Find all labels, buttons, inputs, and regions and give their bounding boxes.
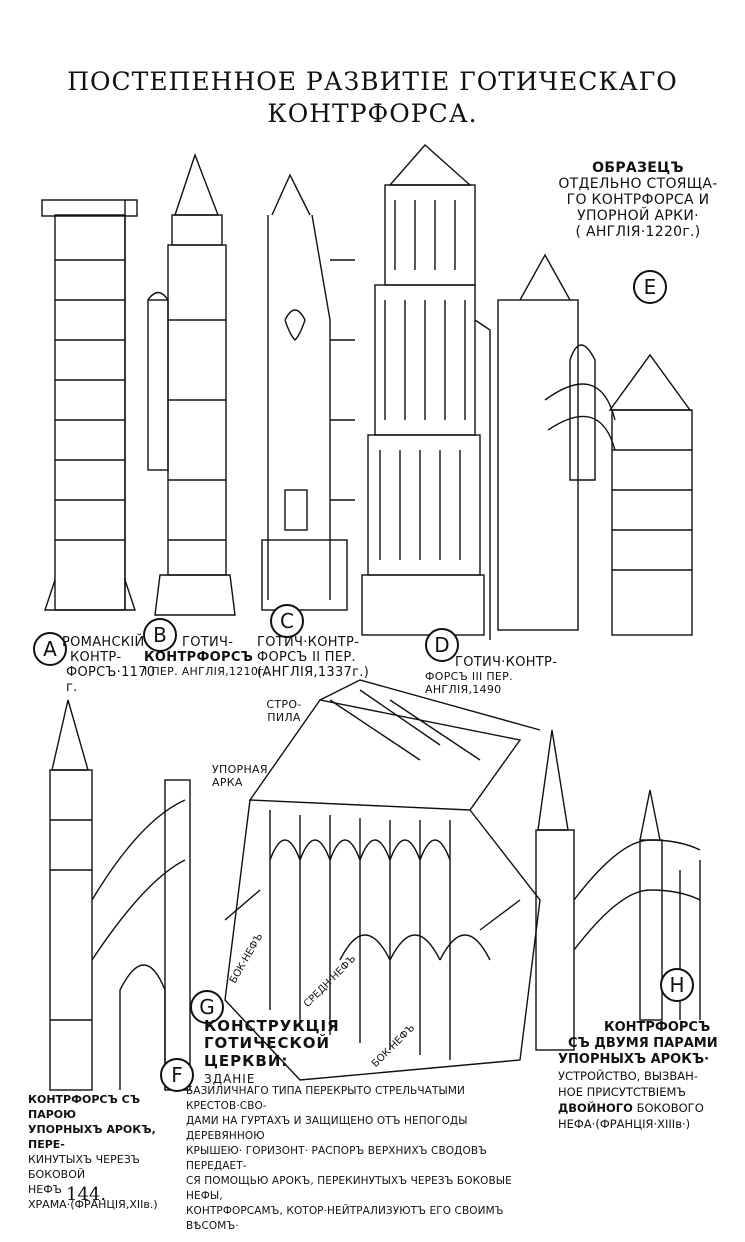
figure-c-caption-line-1: ГОТИЧ·КОНТР- xyxy=(257,635,360,650)
figure-h-caption-line-3: УПОРНЫХЪ АРОКЪ· xyxy=(558,1052,710,1067)
figure-g-drawing xyxy=(224,679,541,1081)
figure-c-caption-line-3: (АНГЛІЯ,1337г.) xyxy=(257,664,370,680)
figure-e-caption-line-3: ГО КОНТРФОРСА И xyxy=(566,192,710,209)
figure-b-caption: ГОТИЧ- КОНТРФОРСЪ I ПЕР. АНГЛІЯ,1210г. xyxy=(144,635,269,679)
figure-h-caption-line-2: СЪ ДВУМЯ ПАРАМИ xyxy=(568,1036,718,1051)
figure-c-marker: C xyxy=(270,604,304,638)
figure-e-drawing xyxy=(497,253,693,636)
figure-f-marker: F xyxy=(160,1058,194,1092)
figure-a-caption-line-2: КОНТР- xyxy=(70,649,122,665)
label-stropila: СТРО- ПИЛА xyxy=(254,698,314,724)
figure-d-marker: D xyxy=(425,628,459,662)
figure-g-heading: КОНСТРУКЦІЯ ГОТИЧЕСКОЙ ЦЕРКВИ: ЗДАНІЕ xyxy=(204,1017,340,1088)
figure-b-caption-line-3: I ПЕР. АНГЛІЯ,1210г. xyxy=(144,664,269,678)
label-upornaya-arka-line-1: УПОРНАЯ xyxy=(212,763,268,776)
figure-g-description-line-5: КОНТРФОРСАМЪ, КОТОР·НЕЙТРАЛИЗУЮТЪ ЕГО СВ… xyxy=(186,1205,504,1232)
label-upornaya-arka: УПОРНАЯ АРКА xyxy=(212,763,292,789)
figure-g-heading-line-3: ЦЕРКВИ: ЗДАНІЕ xyxy=(204,1051,334,1088)
figure-e-marker: E xyxy=(633,270,667,304)
label-stropila-line-2: ПИЛА xyxy=(267,710,301,724)
figure-h-caption-dvoynogo: ДВОЙНОГО xyxy=(558,1101,633,1115)
figure-e-caption-line-5: ( АНГЛІЯ·1220г.) xyxy=(575,224,701,241)
figure-g-marker: G xyxy=(190,990,224,1024)
figure-h-caption: КОНТРФОРСЪ СЪ ДВУМЯ ПАРАМИ УПОРНЫХЪ АРОК… xyxy=(558,1020,718,1132)
figure-h-drawing xyxy=(535,729,701,1051)
figure-g-heading-line-2: ГОТИЧЕСКОЙ xyxy=(204,1034,331,1053)
figure-f-caption-line-1: КОНТРФОРСЪ СЪ ПАРОЮ xyxy=(28,1093,141,1121)
figure-g-heading-word: ЦЕРКВИ: xyxy=(204,1051,289,1070)
figure-g-heading-zdanie: ЗДАНІЕ xyxy=(204,1071,256,1086)
figure-e-caption: ОБРАЗЕЦЪ ОТДЕЛЬНО СТОЯЩА- ГО КОНТРФОРСА … xyxy=(552,160,724,240)
figure-c-caption: ГОТИЧ·КОНТР- ФОРСЪ II ПЕР. (АНГЛІЯ,1337г… xyxy=(257,635,377,681)
figure-d-caption-line-2: ФОРСЪ III ПЕР. АНГЛІЯ,1490 xyxy=(425,669,513,696)
figure-h-caption-line-1: КОНТРФОРСЪ xyxy=(604,1020,711,1035)
figure-f-caption-line-2: УПОРНЫХЪ АРОКЪ, ПЕРЕ- xyxy=(28,1123,156,1151)
figure-g-description-line-3: КРЫШЕЮ· ГОРИЗОНТ· РАСПОРЪ ВЕРХНИХЪ СВОДО… xyxy=(186,1145,487,1172)
figure-g-description-line-4: СЯ ПОМОЩЬЮ АРОКЪ, ПЕРЕКИНУТЫХЪ ЧЕРЕЗЪ БО… xyxy=(186,1175,512,1202)
page-title-line-2: КОНТРФОРСА. xyxy=(267,99,478,128)
figure-b-drawing xyxy=(147,152,236,616)
figure-d-caption: ГОТИЧ·КОНТР- ФОРСЪ III ПЕР. АНГЛІЯ,1490 xyxy=(425,655,575,696)
figure-a-caption: РОМАНСКІЙ КОНТР- ФОРСЪ·1170 г. xyxy=(62,635,156,696)
figure-e-caption-line-2: ОТДЕЛЬНО СТОЯЩА- xyxy=(558,176,718,193)
figure-e-caption-line-1: ОБРАЗЕЦЪ xyxy=(592,160,684,176)
figure-h-caption-line-7: НЕФА·(ФРАНЦІЯ·XIIIв·) xyxy=(558,1117,691,1131)
figure-b-caption-line-1: ГОТИЧ- xyxy=(182,635,234,650)
figure-b-caption-line-2: КОНТРФОРСЪ xyxy=(144,649,254,665)
figure-c-caption-line-2: ФОРСЪ II ПЕР. xyxy=(257,649,356,665)
figure-a-marker: A xyxy=(33,632,67,666)
figure-g-description-line-2: ДАМИ НА ГУРТАХЪ И ЗАЩИЩЕНО ОТЪ НЕПОГОДЫ … xyxy=(186,1115,468,1142)
figure-c-drawing xyxy=(261,173,355,611)
figure-f-caption: КОНТРФОРСЪ СЪ ПАРОЮ УПОРНЫХЪ АРОКЪ, ПЕРЕ… xyxy=(28,1092,188,1212)
figure-h-caption-line-5: НОЕ ПРИСУТСТВІЕМЪ xyxy=(558,1085,686,1099)
figure-a-caption-line-3: ФОРСЪ·1170 г. xyxy=(66,664,156,695)
page-title-line-1: ПОСТЕПЕННОЕ РАЗВИТІЕ ГОТИЧЕСКАГО xyxy=(67,67,678,96)
figure-a-caption-line-1: РОМАНСКІЙ xyxy=(62,635,145,650)
figure-h-marker: H xyxy=(660,968,694,1002)
figure-h-caption-line-6: ДВОЙНОГО БОКОВОГО xyxy=(558,1100,718,1116)
figure-d-caption-line-1: ГОТИЧ·КОНТР- xyxy=(455,655,558,670)
figure-g-description: БАЗИЛИЧНАГО ТИПА ПЕРЕКРЫТО СТРЕЛЬЧАТЫМИ … xyxy=(186,1084,526,1234)
figure-f-caption-line-3: КИНУТЫХЪ ЧЕРЕЗЪ БОКОВОЙ xyxy=(28,1153,140,1181)
label-upornaya-arka-line-2: АРКА xyxy=(212,775,243,789)
figure-f-drawing xyxy=(49,699,191,1091)
figure-h-caption-line-4: УСТРОЙСТВО, ВЫЗВАН- xyxy=(558,1069,698,1083)
figure-f-caption-line-4: НЕФЪ ХРАМА·(ФРАНЦІЯ,XIIв.) xyxy=(28,1183,158,1211)
page-number: 144. xyxy=(66,1184,107,1205)
figure-a-drawing xyxy=(41,199,138,611)
label-stropila-line-1: СТРО- xyxy=(266,698,302,711)
figure-g-heading-line-1: КОНСТРУКЦІЯ xyxy=(204,1017,340,1035)
figure-d-drawing xyxy=(361,144,491,640)
figure-e-caption-line-4: УПОРНОЙ АРКИ· xyxy=(577,208,699,225)
figure-b-marker: B xyxy=(143,618,177,652)
figure-h-caption-bokovogo: БОКОВОГО xyxy=(636,1101,704,1115)
figure-g-description-line-1: БАЗИЛИЧНАГО ТИПА ПЕРЕКРЫТО СТРЕЛЬЧАТЫМИ … xyxy=(186,1085,465,1112)
